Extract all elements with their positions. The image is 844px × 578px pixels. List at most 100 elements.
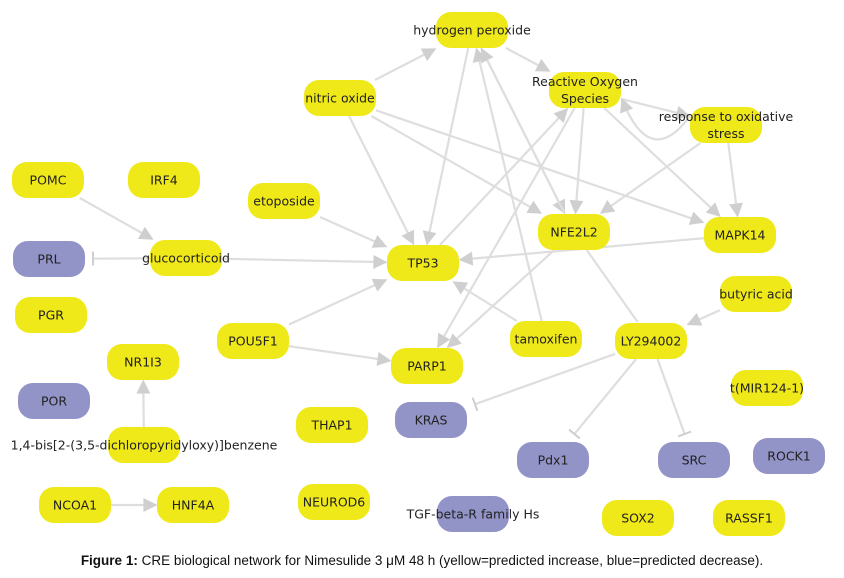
edge-nfe2l2-activates-h2o2 <box>480 47 566 215</box>
node-mir124-shape <box>731 370 803 406</box>
node-sox2[interactable]: SOX2 <box>602 500 674 536</box>
node-pgr-shape <box>15 297 87 333</box>
node-pomc-label: POMC <box>30 173 67 188</box>
node-no[interactable]: nitric oxide <box>304 80 376 116</box>
node-irf4-label: IRF4 <box>150 173 178 188</box>
node-nfe2l2-shape <box>538 214 610 250</box>
caption-label: Figure 1: <box>80 553 138 568</box>
node-mir124[interactable]: t(MIR124-1) <box>730 370 804 406</box>
node-tamoxifen[interactable]: tamoxifen <box>510 321 582 357</box>
node-irf4[interactable]: IRF4 <box>128 162 200 198</box>
node-ros-shape <box>549 72 621 108</box>
edge-ly-inhibits-src <box>656 358 692 438</box>
node-tamoxifen-shape <box>510 321 582 357</box>
node-ncoa1[interactable]: NCOA1 <box>39 487 111 523</box>
node-hnf4a[interactable]: HNF4A <box>157 487 229 523</box>
node-pou5f1-label: POU5F1 <box>228 334 278 349</box>
node-src-shape <box>658 442 730 478</box>
node-bis-shape <box>108 427 180 463</box>
edge-gluco-activates-tp53 <box>221 254 388 269</box>
node-tp53-label: TP53 <box>406 256 438 271</box>
node-pdx1-label: Pdx1 <box>538 453 569 468</box>
node-neurod6[interactable]: NEUROD6 <box>298 484 370 520</box>
node-mir124-label: t(MIR124-1) <box>730 381 804 396</box>
node-rock1-shape <box>753 438 825 474</box>
node-hnf4a-label: HNF4A <box>172 498 215 513</box>
node-pou5f1-shape <box>217 323 289 359</box>
node-thap1-shape <box>296 407 368 443</box>
edge-h2o2-activates-tp53 <box>422 47 470 246</box>
node-neurod6-label: NEUROD6 <box>303 495 366 510</box>
edge-pou5f1-activates-tp53 <box>288 278 388 326</box>
node-ros_resp-shape <box>690 107 762 143</box>
node-pomc[interactable]: POMC <box>12 162 84 198</box>
node-bis[interactable]: 1,4-bis[2-(3,5-dichloropyridyloxy)]benze… <box>11 427 278 463</box>
node-tp53-shape <box>387 245 459 281</box>
edge-etoposide-activates-tp53 <box>319 216 388 248</box>
node-h2o2-shape <box>436 12 508 48</box>
node-butyric[interactable]: butyric acid <box>719 276 793 312</box>
edge-no-activates-h2o2 <box>374 48 437 81</box>
node-nr1i3-label: NR1I3 <box>124 355 162 370</box>
node-pgr[interactable]: PGR <box>15 297 87 333</box>
edge-butyric-activates-ly <box>686 309 721 326</box>
edge-ros-activates-mapk14 <box>603 107 721 217</box>
node-sox2-shape <box>602 500 674 536</box>
node-src-label: SRC <box>682 453 707 468</box>
node-rassf1[interactable]: RASSF1 <box>713 500 785 536</box>
node-gluco[interactable]: glucocorticoid <box>142 240 230 276</box>
node-ly-label: LY294002 <box>621 334 682 349</box>
edge-tamoxifen-activates-tp53 <box>452 281 518 322</box>
node-no-shape <box>304 80 376 116</box>
node-src[interactable]: SRC <box>658 442 730 478</box>
node-h2o2[interactable]: hydrogen peroxide <box>413 12 531 48</box>
node-tp53[interactable]: TP53 <box>387 245 459 281</box>
edge-tp53-activates-ros <box>439 107 569 246</box>
node-nr1i3-shape <box>107 344 179 380</box>
node-prl[interactable]: PRL <box>13 241 85 277</box>
edge-h2o2-activates-ros <box>505 47 551 72</box>
caption-text: CRE biological network for Nimesulide 3 … <box>137 553 764 568</box>
node-rock1-label: ROCK1 <box>767 449 810 464</box>
node-tamoxifen-label: tamoxifen <box>515 332 578 347</box>
node-nfe2l2-label: NFE2L2 <box>550 225 597 240</box>
edge-ly-inhibits-pdx1 <box>568 358 638 440</box>
node-parp1[interactable]: PARP1 <box>391 348 463 384</box>
edge-tamoxifen-activates-h2o2 <box>472 47 543 322</box>
node-hnf4a-shape <box>157 487 229 523</box>
node-por-shape <box>18 383 90 419</box>
node-ly[interactable]: LY294002 <box>615 323 687 359</box>
node-por[interactable]: POR <box>18 383 90 419</box>
node-pdx1[interactable]: Pdx1 <box>517 442 589 478</box>
node-rassf1-shape <box>713 500 785 536</box>
node-nr1i3[interactable]: NR1I3 <box>107 344 179 380</box>
node-kras[interactable]: KRAS <box>395 402 467 438</box>
node-tgfb-shape <box>437 496 509 532</box>
node-rassf1-label: RASSF1 <box>725 511 773 526</box>
node-pdx1-shape <box>517 442 589 478</box>
node-thap1[interactable]: THAP1 <box>296 407 368 443</box>
node-etoposide[interactable]: etoposide <box>248 183 320 219</box>
node-tgfb[interactable]: TGF-beta-R family Hs <box>406 496 540 532</box>
edge-ros_resp-activates-nfe2l2 <box>599 142 702 214</box>
node-ncoa1-shape <box>39 487 111 523</box>
node-por-label: POR <box>41 394 67 409</box>
node-thap1-label: THAP1 <box>310 418 352 433</box>
node-mapk14[interactable]: MAPK14 <box>704 217 776 253</box>
node-kras-shape <box>395 402 467 438</box>
node-rock1[interactable]: ROCK1 <box>753 438 825 474</box>
edge-nfe2l2-activates-parp1 <box>446 249 555 348</box>
node-etoposide-label: etoposide <box>253 194 315 209</box>
node-butyric-shape <box>720 276 792 312</box>
node-ncoa1-label: NCOA1 <box>53 498 97 513</box>
node-ly-shape <box>615 323 687 359</box>
node-pou5f1[interactable]: POU5F1 <box>217 323 289 359</box>
node-neurod6-shape <box>298 484 370 520</box>
node-gluco-label: glucocorticoid <box>142 251 230 266</box>
node-nfe2l2[interactable]: NFE2L2 <box>538 214 610 250</box>
node-gluco-shape <box>150 240 222 276</box>
edge-no-activates-tp53 <box>348 115 415 246</box>
